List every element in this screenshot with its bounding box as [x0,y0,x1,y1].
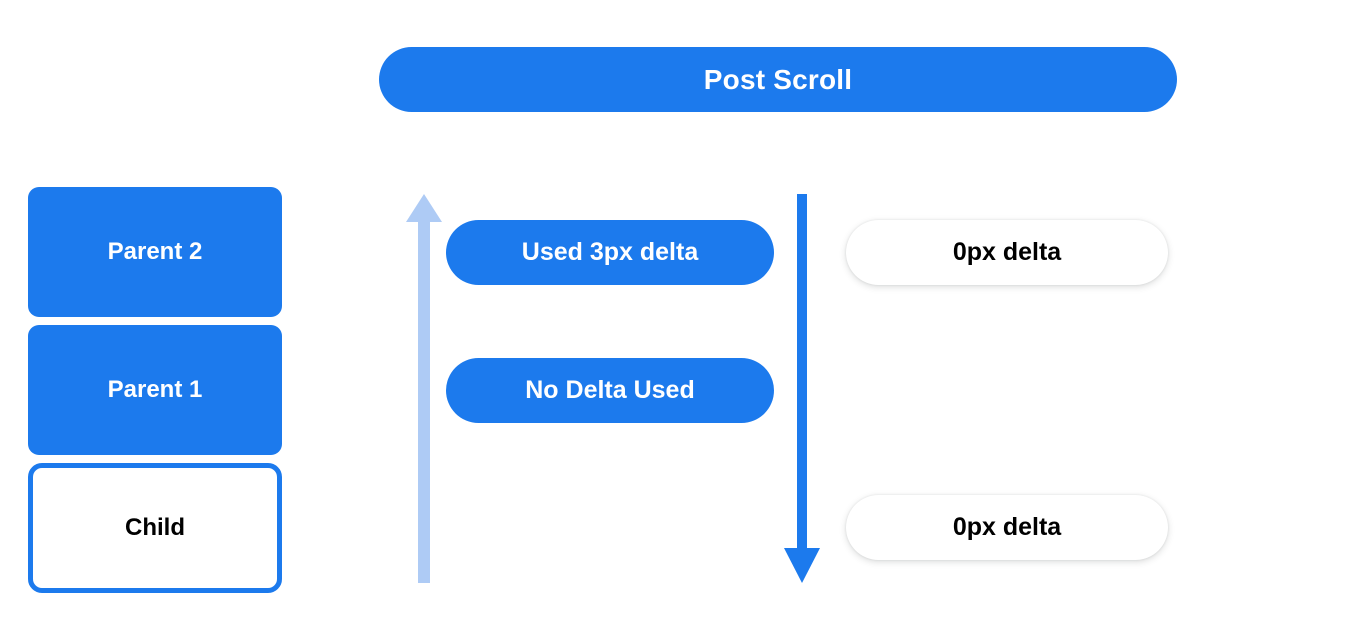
delta-pill-zero-top: 0px delta [846,220,1168,285]
delta-pill-zero-bottom-label: 0px delta [952,513,1062,541]
delta-pill-used-3px: Used 3px delta [446,220,774,285]
scroll-down-arrow-icon [784,194,820,583]
stack-box-parent-1-label: Parent 1 [107,376,203,403]
stack-box-parent-1: Parent 1 [28,325,282,455]
delta-pill-no-delta-used-label: No Delta Used [525,376,695,404]
element-stack: Parent 2 Parent 1 Child [28,187,282,593]
delta-pill-used-3px-label: Used 3px delta [521,238,699,266]
stack-box-child-label: Child [125,514,185,541]
post-scroll-header-label: Post Scroll [703,63,853,95]
stack-box-child: Child [28,463,282,593]
scroll-up-arrow-icon [406,194,442,583]
delta-pill-zero-top-label: 0px delta [952,238,1062,266]
delta-pill-no-delta-used: No Delta Used [446,358,774,423]
delta-pill-zero-bottom: 0px delta [846,495,1168,560]
stack-box-parent-2: Parent 2 [28,187,282,317]
post-scroll-header: Post Scroll [379,47,1177,112]
stack-box-parent-2-label: Parent 2 [107,238,203,265]
